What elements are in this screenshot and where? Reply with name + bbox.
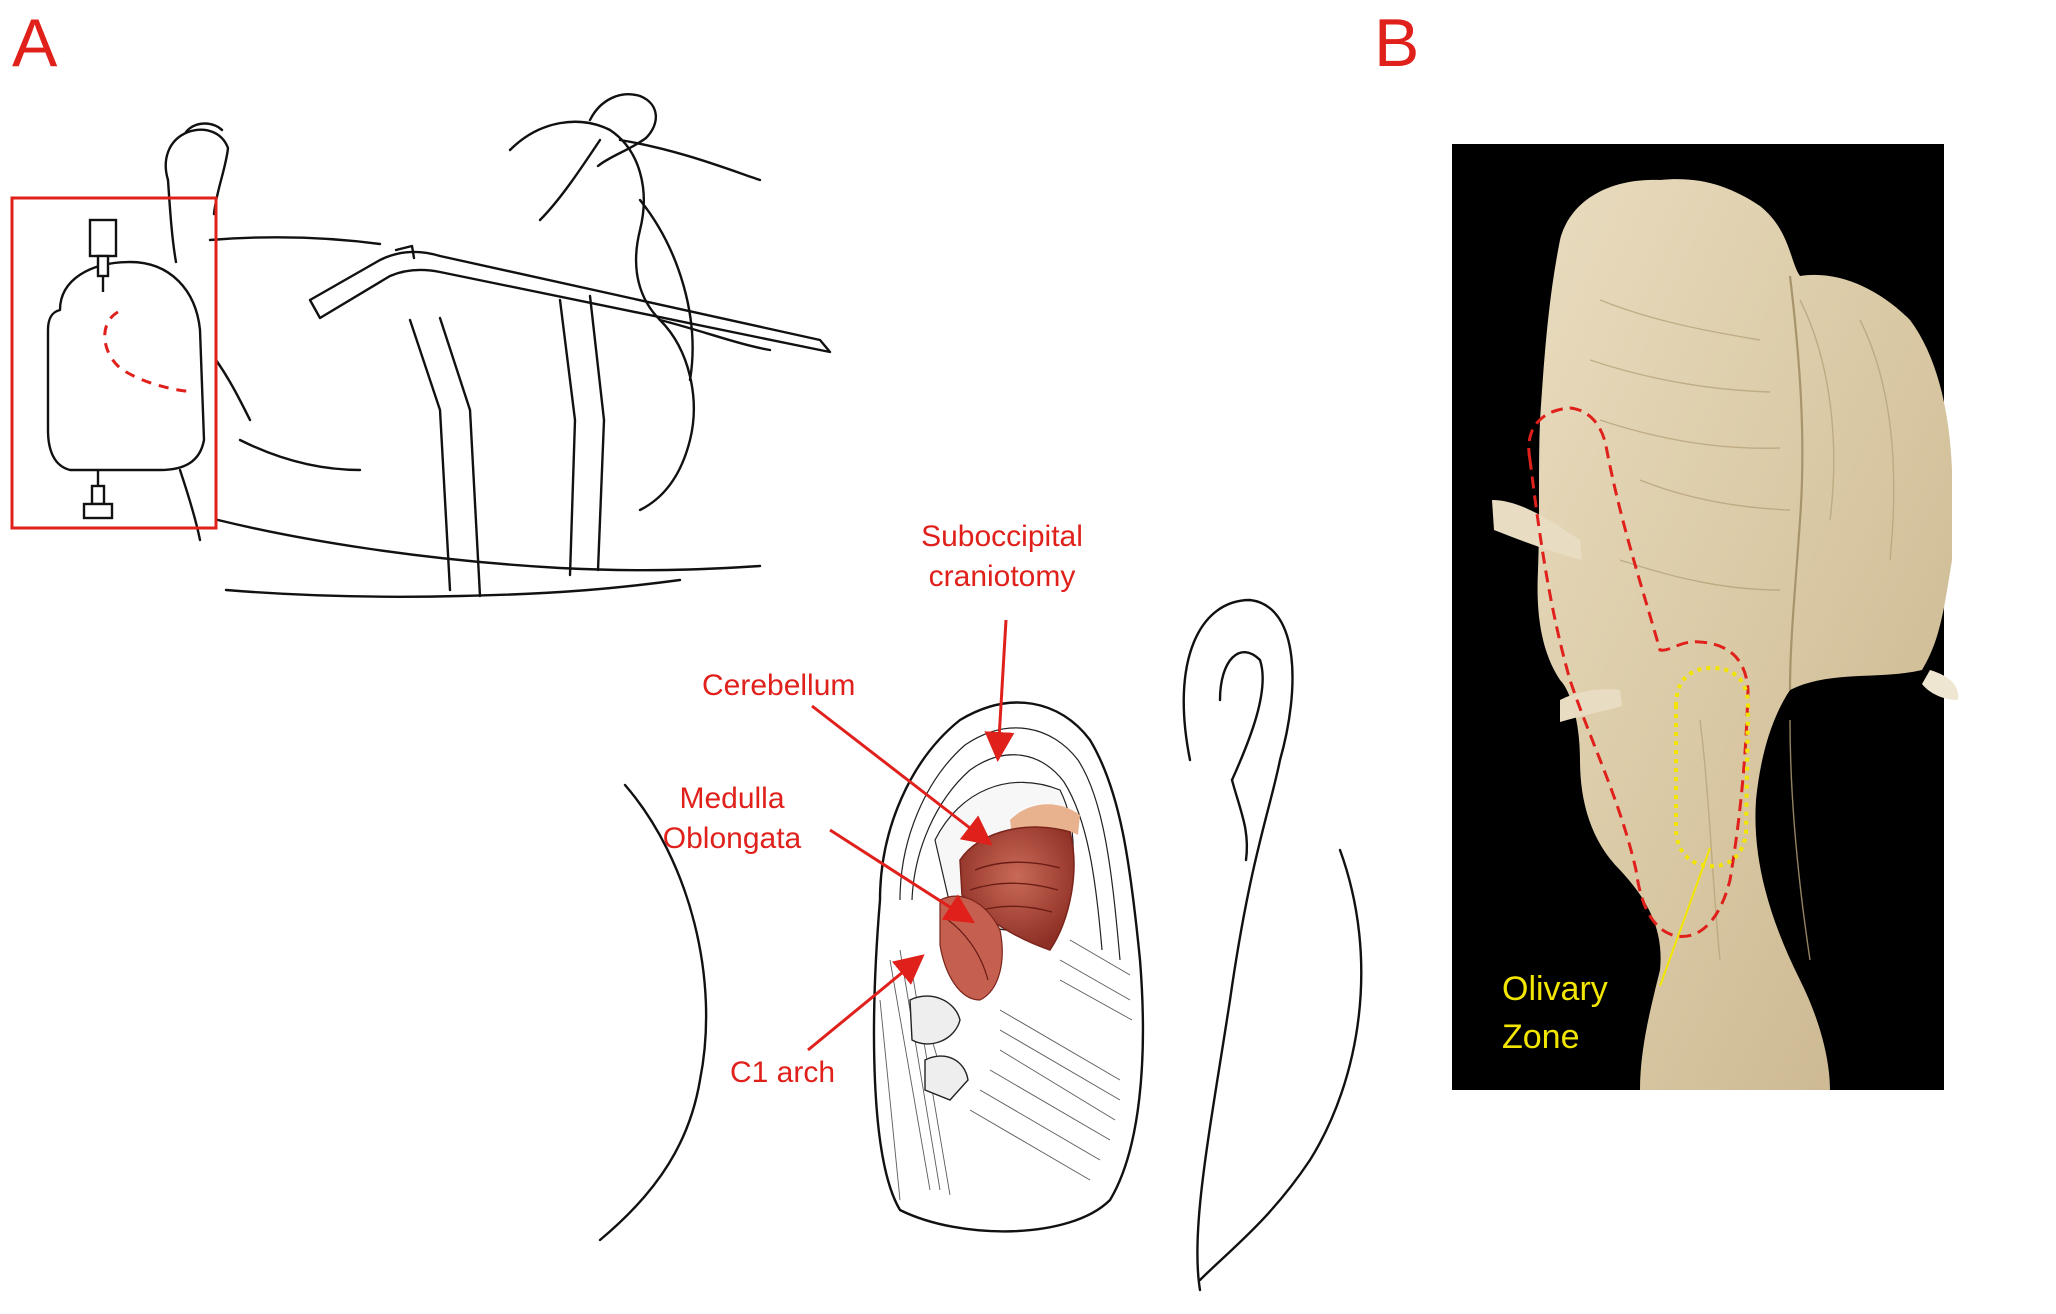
surgical-exposure-illustration xyxy=(598,598,1363,1292)
svg-text:Olivary: Olivary xyxy=(1502,970,1608,1008)
label-cerebellum: Cerebellum xyxy=(702,669,855,702)
red-dashed-outline xyxy=(1527,406,1750,938)
svg-text:craniotomy: craniotomy xyxy=(929,560,1076,593)
brainstem-photo xyxy=(1452,144,1959,1090)
arrow-suboccipital xyxy=(984,619,1015,762)
panel-letter-a: A xyxy=(12,5,58,81)
label-c1-arch: C1 arch xyxy=(730,1056,835,1089)
patient-position-illustration xyxy=(164,93,832,598)
label-medulla-oblongata: Medulla Oblongata xyxy=(663,782,802,855)
label-suboccipital-craniotomy: Suboccipital craniotomy xyxy=(921,520,1083,593)
arrow-medulla xyxy=(829,828,976,924)
svg-text:Suboccipital: Suboccipital xyxy=(921,520,1083,553)
olivary-leader-line xyxy=(1659,847,1711,987)
arrow-cerebellum xyxy=(811,704,993,846)
label-olivary-zone: Olivary Zone xyxy=(1502,970,1608,1056)
panel-letter-b: B xyxy=(1374,5,1419,81)
svg-text:Medulla: Medulla xyxy=(679,782,784,815)
head-fixation-highlight-box xyxy=(10,196,218,530)
arrow-c1-arch xyxy=(807,954,925,1052)
svg-text:Zone: Zone xyxy=(1502,1018,1580,1056)
svg-text:Oblongata: Oblongata xyxy=(663,822,802,855)
yellow-dotted-olivary-outline xyxy=(1674,665,1751,869)
